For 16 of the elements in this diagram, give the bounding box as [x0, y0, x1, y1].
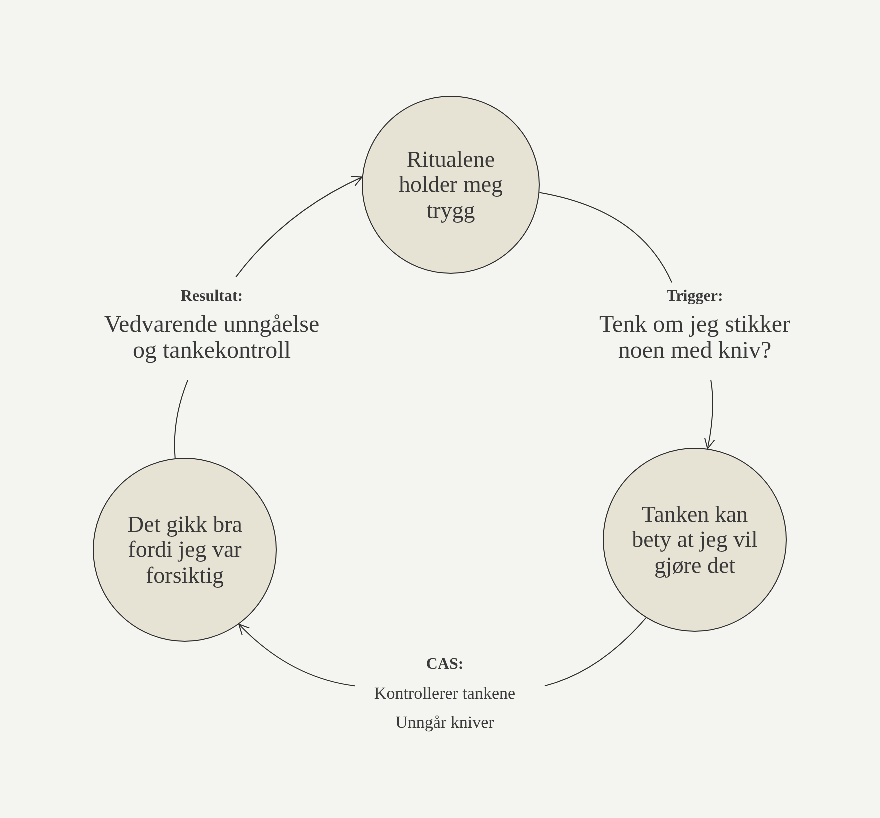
node-text: Tanken kan bety at jeg vil gjøre det — [631, 502, 759, 578]
node-text: Ritualene holder meg trygg — [398, 147, 504, 223]
arrow — [704, 380, 716, 450]
step-heading: Trigger: — [666, 288, 724, 306]
connector-line — [539, 192, 672, 284]
node-text: Det gikk bra fordi jeg var forsiktig — [126, 512, 244, 588]
connector-line — [174, 380, 188, 459]
step-heading: CAS: — [426, 656, 464, 674]
step-text: Kontrollerer tankene — [374, 683, 516, 705]
step-text: Vedvarende unngåelse og tankekontroll — [103, 312, 321, 365]
step-text: Tenk om jeg stikker noen med kniv? — [598, 312, 792, 365]
connector-line — [544, 618, 647, 687]
step-heading: Resultat: — [180, 288, 244, 306]
arrow — [238, 624, 356, 687]
step-text: Unngår kniver — [396, 712, 494, 734]
arrow — [236, 176, 363, 278]
